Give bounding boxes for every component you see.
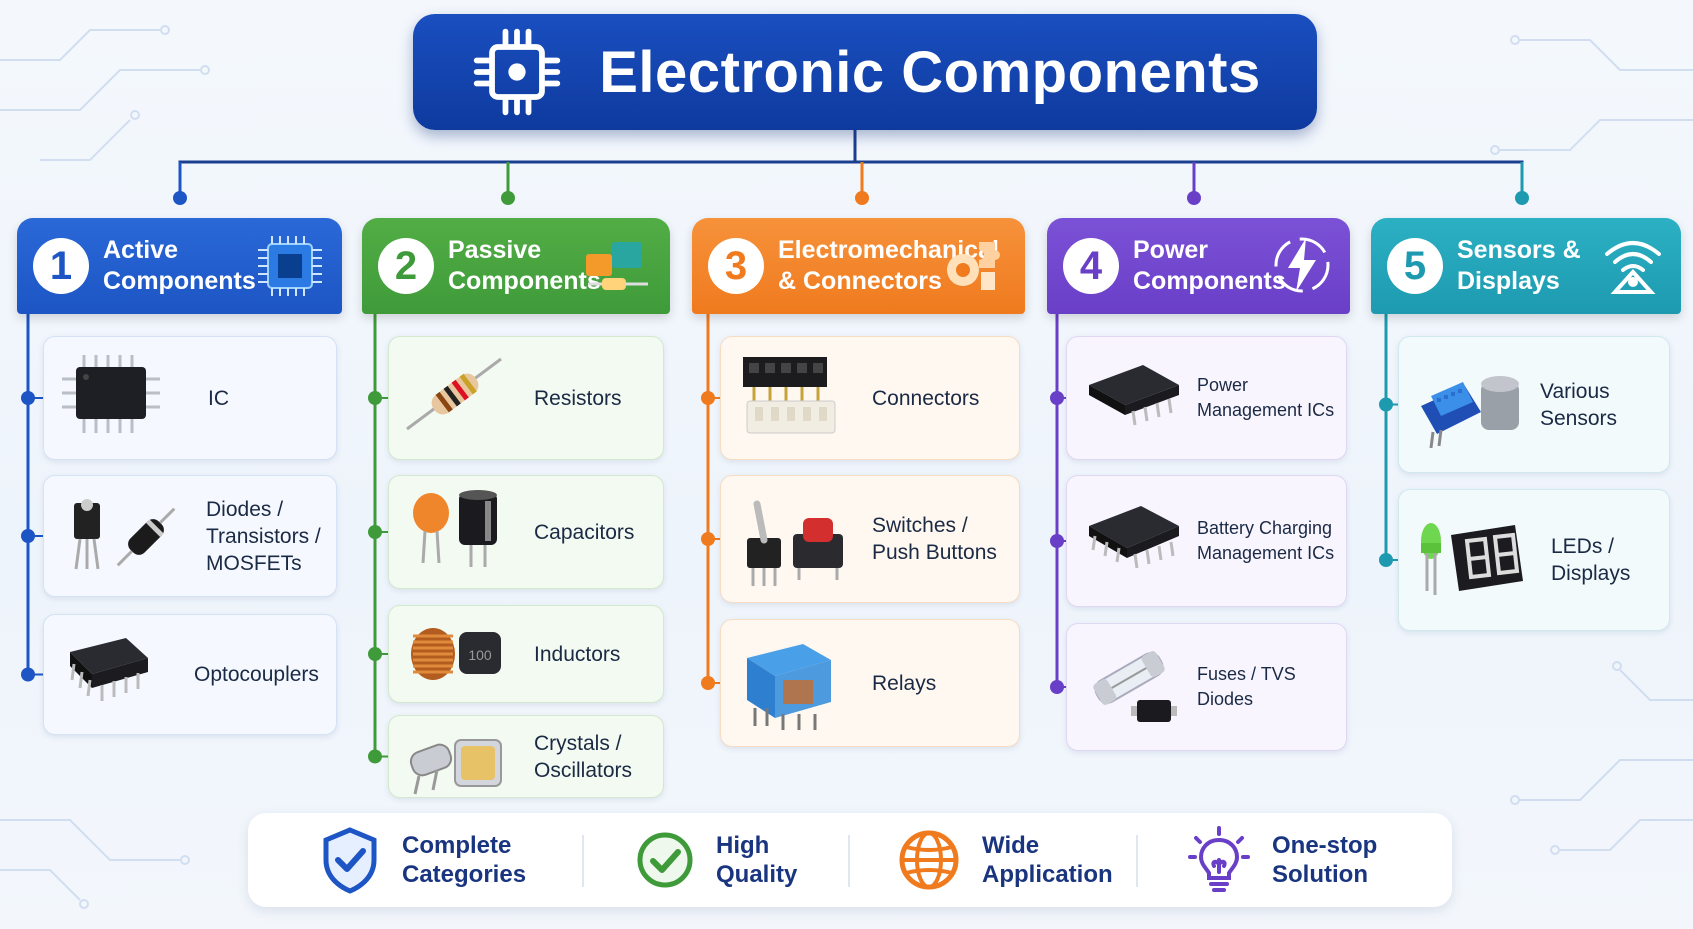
component-label: Switches / Push Buttons: [872, 514, 997, 564]
switch-icon: [733, 490, 853, 595]
svg-text:100: 100: [468, 647, 492, 663]
component-card[interactable]: Various Sensors: [1398, 336, 1670, 473]
capacitor-icon: [401, 483, 511, 578]
feature-one-stop-solution: One-stop Solution: [1188, 813, 1377, 907]
features-bar: Complete Categories High Quality Wide Ap…: [248, 813, 1452, 907]
component-label: Relays: [872, 671, 937, 695]
component-label: Resistors: [534, 386, 622, 410]
component-label: LEDs / Displays: [1551, 535, 1631, 585]
component-card[interactable]: Power Management ICs: [1066, 336, 1347, 460]
ic-chip-icon: [56, 349, 166, 444]
component-label: Various Sensors: [1540, 379, 1618, 430]
divider: [582, 835, 584, 887]
component-card[interactable]: Fuses / TVS Diodes: [1066, 623, 1347, 751]
circle-check-icon: [637, 832, 693, 888]
relay-icon: [733, 634, 843, 739]
resistor-icon: [401, 349, 511, 444]
component-label: Fuses / TVS Diodes: [1197, 664, 1296, 709]
component-card[interactable]: Optocouplers: [43, 614, 337, 735]
component-label: Capacitors: [534, 520, 635, 544]
feature-high-quality: High Quality: [636, 813, 797, 907]
page-title: Electronic Components: [599, 39, 1261, 105]
feature-label: One-stop Solution: [1272, 832, 1378, 888]
category-title: Sensors & Displays: [1457, 236, 1581, 295]
transistor-diode-icon: [56, 487, 186, 592]
globe-icon: [899, 830, 959, 890]
category-header-electromechanical: 3 Electromechanical & Connectors: [692, 218, 1025, 314]
component-card[interactable]: Battery Charging Management ICs: [1066, 475, 1347, 607]
category-header-passive: 2 Passive Components: [362, 218, 670, 314]
component-card[interactable]: Switches / Push Buttons: [720, 475, 1020, 603]
component-label: Diodes / Transistors / MOSFETs: [206, 497, 321, 575]
component-label: Inductors: [534, 642, 621, 666]
category-number-badge: 2: [378, 238, 434, 294]
category-title: Passive Components: [448, 236, 601, 295]
lightning-icon: [1266, 232, 1338, 303]
category-header-sensors: 5 Sensors & Displays: [1371, 218, 1681, 314]
power-ic-icon: [1079, 349, 1189, 444]
sensor-module-icon: [1411, 356, 1531, 461]
category-title: Active Components: [103, 236, 256, 295]
component-card[interactable]: IC: [43, 336, 337, 460]
puzzle-gear-icon: [933, 232, 1013, 303]
component-card[interactable]: Diodes / Transistors / MOSFETs: [43, 475, 337, 597]
component-label: IC: [208, 386, 229, 410]
divider: [848, 835, 850, 887]
shield-check-icon: [323, 827, 377, 894]
charging-ic-icon: [1079, 492, 1189, 587]
fuse-icon: [1079, 638, 1189, 743]
component-label: Battery Charging Management ICs: [1197, 518, 1335, 563]
feature-label: High Quality: [716, 832, 798, 888]
feature-wide-application: Wide Application: [898, 813, 1113, 907]
component-card[interactable]: LEDs / Displays: [1398, 489, 1670, 631]
dip-package-icon: [56, 626, 156, 721]
feature-label: Complete Categories: [402, 832, 527, 888]
cpu-chip-icon: [474, 28, 561, 116]
component-card[interactable]: Connectors: [720, 336, 1020, 460]
component-card[interactable]: Crystals / Oscillators: [388, 715, 664, 798]
component-card[interactable]: 100 Inductors: [388, 605, 664, 703]
category-number-badge: 3: [708, 238, 764, 294]
category-number-badge: 4: [1063, 238, 1119, 294]
crystal-icon: [401, 720, 511, 815]
led-display-icon: [1411, 511, 1531, 616]
feature-complete-categories: Complete Categories: [320, 813, 526, 907]
component-card[interactable]: Resistors: [388, 336, 664, 460]
category-number-badge: 1: [33, 238, 89, 294]
wireless-sensor-icon: [1597, 232, 1669, 303]
category-number-badge: 5: [1387, 238, 1443, 294]
component-label: Connectors: [872, 386, 980, 410]
component-label: Power Management ICs: [1197, 375, 1335, 420]
cpu-chip-icon: [250, 232, 330, 303]
component-card[interactable]: Relays: [720, 619, 1020, 747]
title-banner: Electronic Components: [413, 14, 1317, 130]
passive-parts-icon: [578, 232, 658, 303]
component-label: Optocouplers: [194, 663, 319, 686]
feature-label: Wide Application: [982, 832, 1113, 888]
component-label: Crystals / Oscillators: [534, 731, 633, 782]
category-title: Power Components: [1133, 236, 1286, 295]
component-card[interactable]: Capacitors: [388, 475, 664, 589]
connector-icon: [733, 349, 843, 454]
inductor-icon: 100: [401, 610, 511, 705]
category-header-active: 1 Active Components: [17, 218, 342, 314]
divider: [1136, 835, 1138, 887]
lightbulb-icon: [1188, 826, 1250, 892]
category-header-power: 4 Power Components: [1047, 218, 1350, 314]
